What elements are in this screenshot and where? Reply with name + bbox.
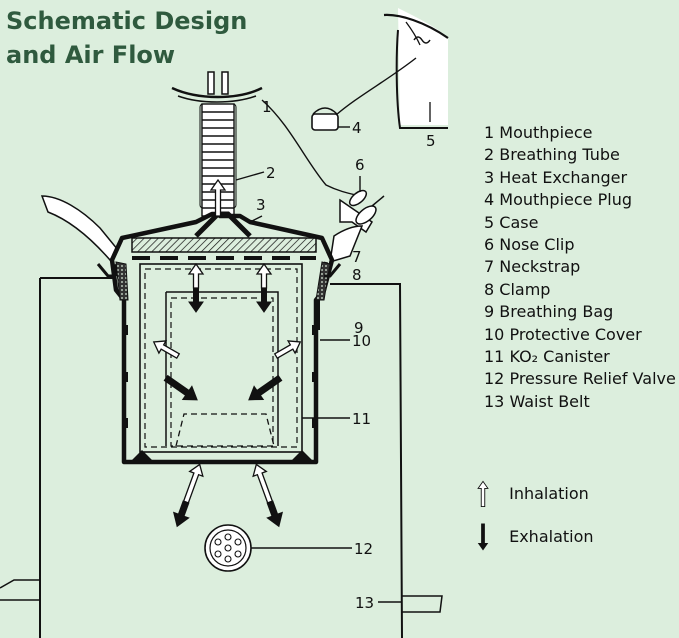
inhalation-arrow (209, 178, 227, 217)
legend-item-2: 2 Breathing Tube (484, 145, 620, 165)
leader-lines (235, 126, 402, 603)
callout-3: 3 (256, 196, 266, 214)
inhalation-key-icon (477, 480, 489, 508)
nose-clip (339, 189, 385, 234)
legend-item-3: 3 Heat Exchanger (484, 167, 628, 187)
callout-labels: 1 2 3 4 5 6 7 8 9 10 11 12 13 (256, 98, 436, 612)
exhalation-arrow (256, 287, 272, 313)
callout-11: 11 (352, 410, 371, 428)
parts-legend: 1 Mouthpiece 2 Breathing Tube 3 Heat Exc… (484, 122, 676, 413)
title-line-2: and Air Flow (6, 41, 176, 69)
callout-1: 1 (262, 98, 272, 116)
clamp (96, 263, 342, 278)
ko2-canister (139, 263, 303, 453)
key-exhalation-label: Exhalation (509, 526, 594, 546)
airflow-arrows (152, 178, 302, 528)
inhalation-arrow (273, 340, 302, 360)
legend-item-8: 8 Clamp (484, 279, 551, 299)
callout-9: 9 (354, 319, 364, 337)
inhalation-arrow (152, 340, 181, 360)
legend-item-6: 6 Nose Clip (484, 234, 575, 254)
inhalation-arrow (187, 262, 205, 289)
callout-7: 7 (352, 248, 362, 266)
neckstrap (40, 195, 364, 264)
callout-2: 2 (266, 164, 276, 182)
legend-item-7: 7 Neckstrap (484, 257, 581, 277)
inhalation-arrow (255, 262, 273, 289)
legend-item-4: 4 Mouthpiece Plug (484, 190, 632, 210)
legend-item-13: 13 Waist Belt (484, 391, 590, 411)
legend-item-11: 11 KO₂ Canister (484, 346, 610, 366)
heat-exchanger (131, 211, 317, 260)
breathing-bag-body (39, 268, 403, 638)
exhalation-arrow (266, 500, 284, 528)
exhalation-key-icon (477, 523, 489, 551)
callout-12: 12 (354, 540, 373, 558)
exhalation-arrow (188, 287, 204, 313)
key-exhalation: Exhalation (476, 522, 594, 552)
exhalation-arrow (163, 374, 198, 401)
nose-clip-cord (261, 99, 361, 197)
exhalation-arrow (172, 500, 190, 528)
callout-8: 8 (352, 266, 362, 284)
key-inhalation-label: Inhalation (509, 483, 589, 503)
callout-6: 6 (355, 156, 365, 174)
mouthpiece (171, 71, 263, 103)
title-line-1: Schematic Design (6, 7, 248, 35)
case (383, 8, 449, 129)
lanyard (335, 57, 417, 116)
callout-10: 10 (352, 332, 371, 350)
pressure-relief-valve (204, 524, 252, 572)
mouthpiece-plug (311, 107, 339, 131)
legend-item-12: 12 Pressure Relief Valve (484, 369, 676, 389)
waist-belt (0, 579, 443, 613)
callout-4: 4 (352, 119, 362, 137)
exhalation-arrow (248, 374, 283, 401)
legend-item-1: 1 Mouthpiece (484, 123, 593, 142)
callout-13: 13 (355, 594, 374, 612)
diagram-title: Schematic Design and Air Flow (6, 4, 247, 72)
legend-item-9: 9 Breathing Bag (484, 302, 614, 322)
callout-5: 5 (426, 132, 436, 150)
inhalation-arrow (182, 463, 204, 504)
inhalation-arrow (252, 463, 274, 504)
legend-item-10: 10 Protective Cover (484, 324, 642, 344)
key-inhalation: Inhalation (476, 480, 589, 508)
legend-item-5: 5 Case (484, 212, 539, 232)
